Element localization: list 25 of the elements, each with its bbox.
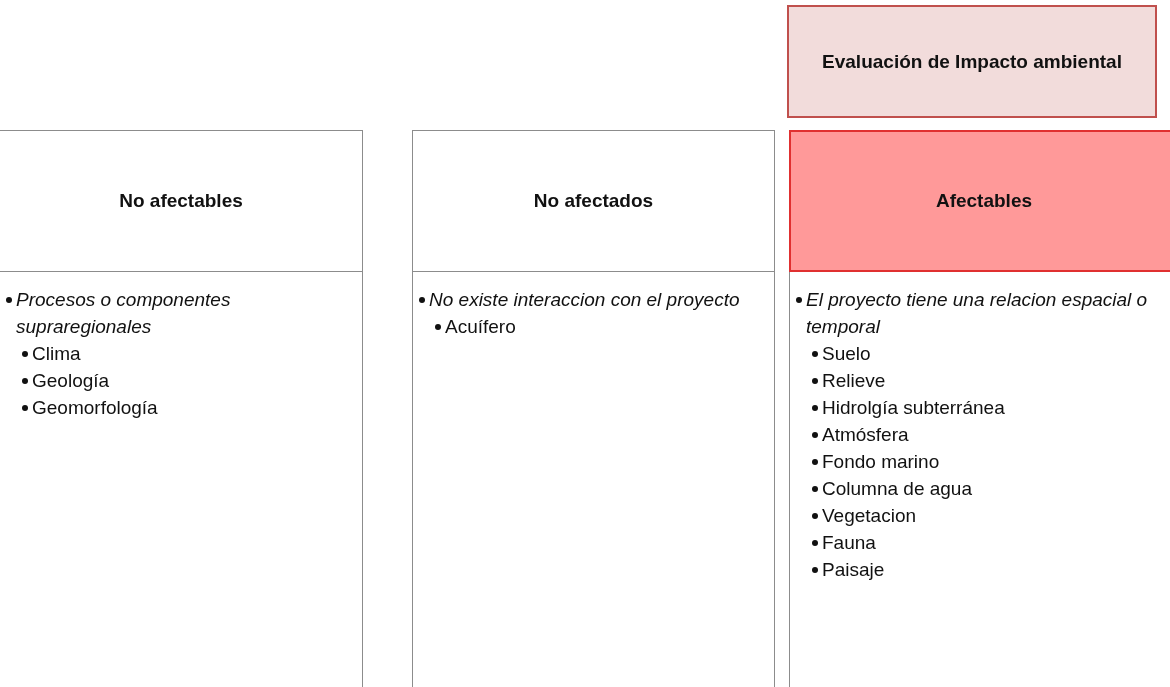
header-text: No afectados [533, 189, 654, 213]
content-panel [412, 272, 775, 687]
bullet-heading: El proyecto tiene una relacion espacial o temporal [806, 288, 1149, 339]
category-box [787, 5, 1157, 118]
bullet-heading: No existe interaccion con el proyecto [429, 288, 740, 312]
header-box [412, 130, 775, 272]
bullet-item: Fondo marino [822, 450, 940, 474]
header-text: No afectables [119, 189, 243, 213]
bullet-heading: Procesos o componentes supraregionales [16, 288, 232, 339]
header-box [0, 130, 363, 272]
bullet-item: Acuífero [445, 315, 516, 339]
header-box [789, 130, 1170, 272]
bullet-item: Relieve [822, 369, 886, 393]
bullet-item: Columna de agua [822, 477, 972, 501]
header-text: Afectables [935, 189, 1033, 213]
bullet-item: Geomorfología [32, 396, 158, 420]
bullet-item: Fauna [822, 531, 876, 555]
bullet-item: Geología [32, 369, 110, 393]
bullet-item: Paisaje [822, 558, 885, 582]
bullet-item: Vegetacion [822, 504, 917, 528]
bullet-item: Suelo [822, 342, 871, 366]
header-text: Evaluación de Impacto ambiental [822, 49, 1122, 74]
bullet-item: Hidrolgía subterránea [822, 396, 1005, 420]
bullet-item: Atmósfera [822, 423, 909, 447]
bullet-item: Clima [32, 342, 81, 366]
